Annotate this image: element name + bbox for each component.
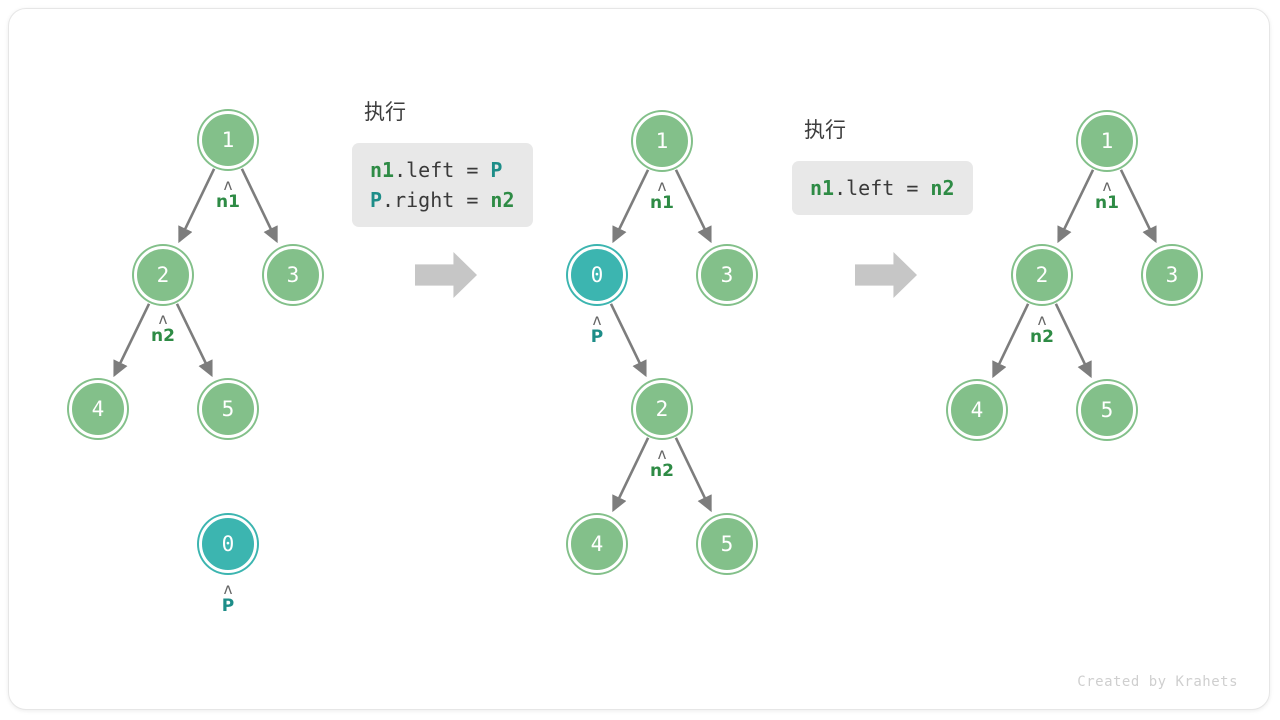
tree-node-before-4: 4 <box>69 380 127 438</box>
code-line: n1.left = P <box>370 155 515 185</box>
tree-node-middle-5: 5 <box>698 515 756 573</box>
tree-node-before-2: 2 <box>134 246 192 304</box>
code-line: n1.left = n2 <box>810 173 955 203</box>
tree-node-middle-3: 3 <box>698 246 756 304</box>
exec-label-step2: 执行 <box>804 118 846 142</box>
tree-node-before-1: 1 <box>199 111 257 169</box>
tree-node-after-2: 2 <box>1013 246 1071 304</box>
exec-label-step1: 执行 <box>364 100 406 124</box>
tree-node-after-3: 3 <box>1143 246 1201 304</box>
tree-node-after-5: 5 <box>1078 381 1136 439</box>
code-token: n1 <box>370 158 395 182</box>
credit-text: Created by Krahets <box>1077 674 1238 690</box>
code-token: n2 <box>930 176 955 200</box>
tree-node-middle-2: 2 <box>633 380 691 438</box>
tree-node-before-5: 5 <box>199 380 257 438</box>
tree-node-after-4: 4 <box>948 381 1006 439</box>
code-token: .left = <box>394 158 491 182</box>
code-token: n2 <box>490 188 515 212</box>
code-token: .right = <box>382 188 491 212</box>
tree-node-middle-0: 0 <box>568 246 626 304</box>
code-box-step2: n1.left = n2 <box>792 161 973 215</box>
code-token: P <box>370 188 383 212</box>
tree-node-before-3: 3 <box>264 246 322 304</box>
tree-node-after-1: 1 <box>1078 112 1136 170</box>
code-token: .left = <box>834 176 931 200</box>
tree-node-middle-4: 4 <box>568 515 626 573</box>
diagram-card <box>8 8 1270 710</box>
code-line: P.right = n2 <box>370 185 515 215</box>
tree-node-middle-1: 1 <box>633 112 691 170</box>
code-token: n1 <box>810 176 835 200</box>
code-token: P <box>490 158 503 182</box>
tree-node-before-0: 0 <box>199 515 257 573</box>
